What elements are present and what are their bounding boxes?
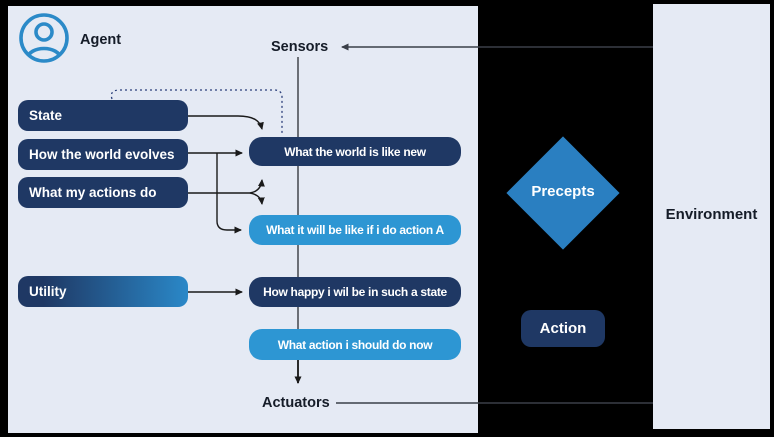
what-action-box: What action i should do now bbox=[249, 329, 461, 360]
person-circle-icon bbox=[19, 13, 69, 63]
world-like-new-box: What the world is like new bbox=[249, 137, 461, 166]
utility-box: Utility bbox=[18, 276, 188, 307]
sensors-label: Sensors bbox=[271, 39, 329, 55]
action-box: Action bbox=[521, 310, 605, 347]
world-evolves-box: How the world evolves bbox=[18, 139, 188, 170]
precepts-label: Precepts bbox=[531, 183, 595, 200]
state-box: State bbox=[18, 100, 188, 131]
actuators-label: Actuators bbox=[262, 395, 330, 411]
actions-do-box: What my actions do bbox=[18, 177, 188, 208]
environment-label: Environment bbox=[665, 206, 758, 223]
like-if-action-box: What it will be like if i do action A bbox=[249, 215, 461, 245]
environment-panel bbox=[653, 4, 770, 429]
agent-title: Agent bbox=[80, 32, 122, 48]
how-happy-box: How happy i wil be in such a state bbox=[249, 277, 461, 307]
